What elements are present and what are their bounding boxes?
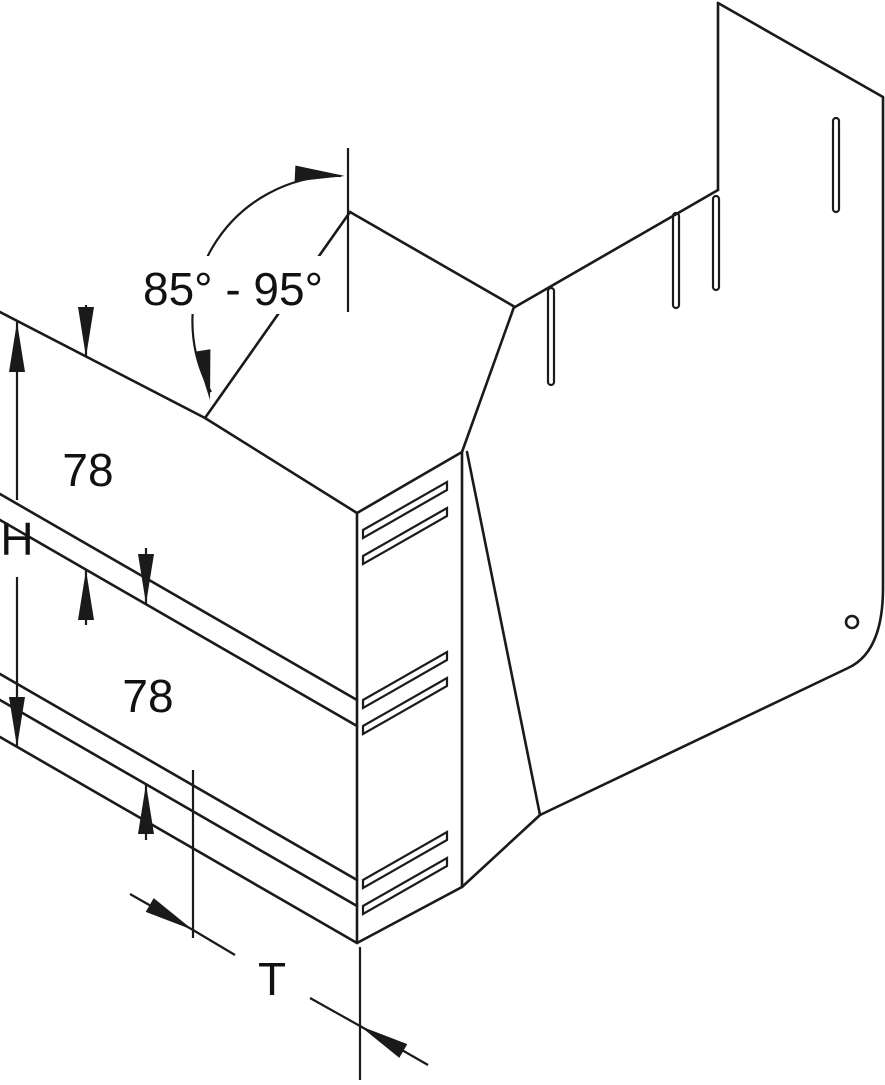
h-dimension-label: H (0, 513, 33, 565)
left-wall-edges (0, 310, 359, 945)
mounting-slot (711, 194, 721, 292)
vertical-slots (546, 116, 841, 387)
column-slots (361, 480, 449, 916)
fixing-slot (361, 480, 449, 540)
arrow-up-icon (9, 322, 25, 372)
arrow-right-icon (294, 165, 345, 182)
angle-label: 85° - 95° (143, 263, 323, 315)
dimension-78-upper: 78 (62, 305, 114, 625)
dimension-t: T (129, 770, 429, 1080)
spacing-upper-label: 78 (62, 444, 113, 496)
right-wall-panel (513, 1, 885, 817)
arrow-down-icon (194, 349, 211, 400)
arrow-down-icon (78, 307, 94, 357)
arrow-down-icon (9, 697, 25, 747)
angle-arc (191, 174, 342, 393)
arrow-down-icon (138, 554, 154, 604)
fixing-slot (361, 650, 449, 710)
fixing-slot (361, 676, 449, 736)
column-face (355, 450, 464, 945)
arrow-up-icon (138, 784, 154, 834)
spacing-lower-label: 78 (122, 670, 173, 722)
fixing-slot (361, 506, 449, 566)
mounting-slot (671, 211, 681, 310)
mounting-slot (831, 116, 841, 214)
arrow-up-icon (78, 570, 94, 620)
duct-corner-object (0, 1, 885, 945)
screw-hole (844, 614, 860, 630)
arrow-down-right-icon (145, 898, 193, 930)
t-dimension-label: T (258, 953, 286, 1005)
mounting-slot (546, 286, 556, 387)
dimension-angle: 85° - 95° (128, 148, 350, 400)
dimension-78-lower: 78 (122, 548, 174, 840)
dimension-h: H (0, 322, 34, 747)
fixing-slot (361, 856, 449, 916)
fixing-slot (361, 830, 449, 890)
